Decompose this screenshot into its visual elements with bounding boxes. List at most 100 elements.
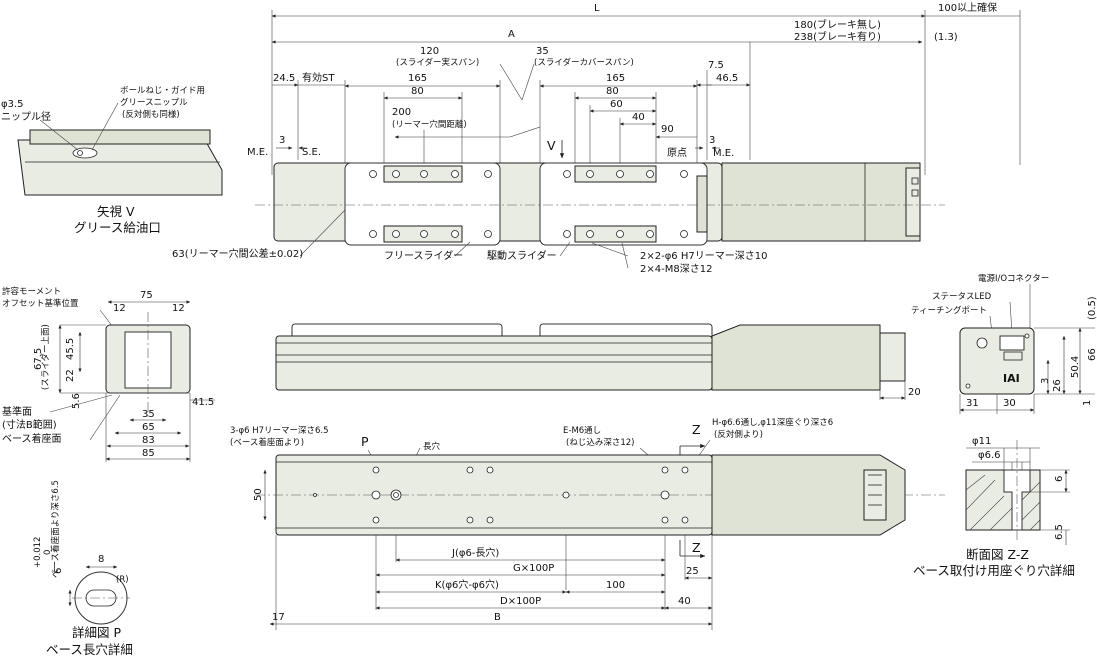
detail-p-r: (R) [116,575,129,585]
dim-slider-top: (スライダー上面) [40,324,51,390]
dim-41-5: 41.5 [192,397,214,408]
slider-holes [369,170,688,238]
dim-brake-none: 180(ブレーキ無し) [794,18,881,31]
detail-p-depth: ベース着座面より深さ6.5 [50,480,61,578]
dim-200: 200 [392,107,411,118]
detail-p-6: 6 [53,568,64,574]
note-e-m6: E-M6通し [563,425,601,436]
dim-stroke: 有効ST [302,71,335,84]
section-phi11: φ11 [972,436,991,447]
label-p: P [361,434,369,449]
dim-50: 50 [253,488,264,501]
dim-k: K(φ6穴-φ6穴) [435,578,499,591]
view-v-subtitle: グリース給油口 [74,220,161,235]
label-ball-screw: ボールねじ・ガイド用 [120,85,205,96]
motor-end-view: 電源I/Oコネクター ステータスLED ティーチングポート IAI (0.5) … [911,274,1097,414]
dim-46-5: 46.5 [716,73,738,84]
note-screw-depth: (ねじ込み深さ12) [566,437,634,448]
note-h-hole: H-φ6.6通し,φ11深座ぐり深さ6 [712,417,833,428]
dim-L: L [594,3,600,14]
detail-p-tol-up: +0.012 [33,537,43,568]
dim-cover-span-label: (スライダーカバースパン) [534,57,634,68]
detail-p-tol-dn: 0 [43,550,53,555]
note-h7-reamer: 2×2-φ6 H7リーマー深さ10 [640,250,767,262]
base-holes [313,466,689,524]
section-phi6-6: φ6.6 [978,450,1001,461]
dim-165-left: 165 [408,73,427,84]
dim-25: 25 [686,566,699,577]
side-view-motor [711,324,881,391]
label-origin: 原点 [667,147,687,159]
dim-7-5: 7.5 [708,60,724,71]
teaching-port-icon [976,337,988,349]
dim-b: B [494,612,501,623]
dim-40: 40 [632,112,645,123]
note-reamer-3: 3-φ6 H7リーマー深さ6.5 [230,426,329,436]
drive-slider-pad-top [574,165,657,183]
dim-3-left: 3 [279,135,285,146]
label-long-hole: 長穴 [423,441,441,452]
view-v-title: 矢視 V [97,204,135,219]
dim-65: 65 [142,422,155,433]
dim-45-5: 45.5 [65,338,76,360]
dim-24-5: 24.5 [273,73,295,84]
dim-85: 85 [142,448,155,459]
view-v: φ3.5 ニップル径 ボールねじ・ガイド用 グリースニップル (反対側も同様) … [1,85,223,235]
dim-A: A [508,29,515,40]
label-phi3-5: φ3.5 [1,99,24,110]
dim-brake-yes: 238(ブレーキ有り) [794,30,881,43]
dim-26: 26 [1052,379,1063,392]
dim-30: 30 [1003,398,1016,409]
detail-p-title: 詳細図 P [72,625,121,640]
dim-35: 35 [142,409,155,420]
bottom-view: 3-φ6 H7リーマー深さ6.5 (ベース着座面より) P 長穴 E-M6通し … [230,417,945,630]
note-m8-depth: 2×4-M8深さ12 [640,263,712,275]
label-teaching-port: ティーチングポート [911,305,987,316]
side-view-body [275,335,713,391]
dim-120: 120 [420,46,439,57]
label-power-io: 電源I/Oコネクター [978,274,1049,284]
end-view: 許容モーメント オフセット基準位置 75 12 12 67.5 (スライダー上面… [2,286,215,462]
dim-60: 60 [610,99,623,110]
note-free-slider: フリースライダー [384,249,463,262]
label-me-left: M.E. [247,147,268,158]
section-zz: φ11 φ6.6 6 6.5 断面図 Z-Z ベース取付け用座ぐり穴詳細 [913,436,1075,578]
side-view: 20 [275,323,921,400]
dim-12-left: 12 [113,303,126,314]
note-reamer-tol: 63(リーマー穴間公差±0.02) [172,247,303,260]
top-view: L 100以上確保 A 180(ブレーキ無し) 238(ブレーキ有り) (1.3… [172,1,1021,275]
dim-75: 75 [140,290,153,301]
dim-0-5: (0.5) [1087,296,1097,320]
dim-g: G×100P [513,563,554,574]
dim-3-right: 3 [709,135,715,146]
label-v: V [547,138,556,153]
dim-165-right: 165 [606,73,625,84]
dim-3: 3 [1040,378,1051,384]
label-grease-nipple: グリースニップル [120,97,188,108]
label-me-right: M.E. [713,148,734,159]
label-offset: オフセット基準位置 [2,298,79,309]
dim-reamer-dist: (リーマー穴間距離) [392,119,467,130]
label-moment: 許容モーメント [2,286,61,297]
dim-80-right: 80 [606,86,619,97]
label-se: S.E. [302,147,321,158]
dim-66: 66 [1087,348,1097,361]
label-nipple-dia: ニップル径 [1,110,51,123]
label-z-bottom: Z [692,540,701,555]
dim-80-left: 80 [411,86,424,97]
dim-22: 22 [65,369,76,382]
dim-17: 17 [272,612,285,623]
dim-67-5: 67.5 [33,348,44,370]
note-from-opposite: (反対側より) [714,429,763,440]
section-title: 断面図 Z-Z [966,547,1029,562]
label-base-face: ベース着座面 [2,432,62,445]
detail-p: 6 +0.012 0 ベース着座面より深さ6.5 8 (R) 詳細図 P ベース… [33,480,133,657]
section-6-5: 6.5 [1054,524,1065,540]
label-same-side: (反対側も同様) [122,109,180,120]
drive-slider-pad-bottom [574,225,657,243]
note-from-base: (ベース着座面より) [230,437,304,448]
dim-brake-clearance: 100以上確保 [938,1,997,14]
grease-port [696,175,708,233]
dim-90: 90 [661,124,674,135]
